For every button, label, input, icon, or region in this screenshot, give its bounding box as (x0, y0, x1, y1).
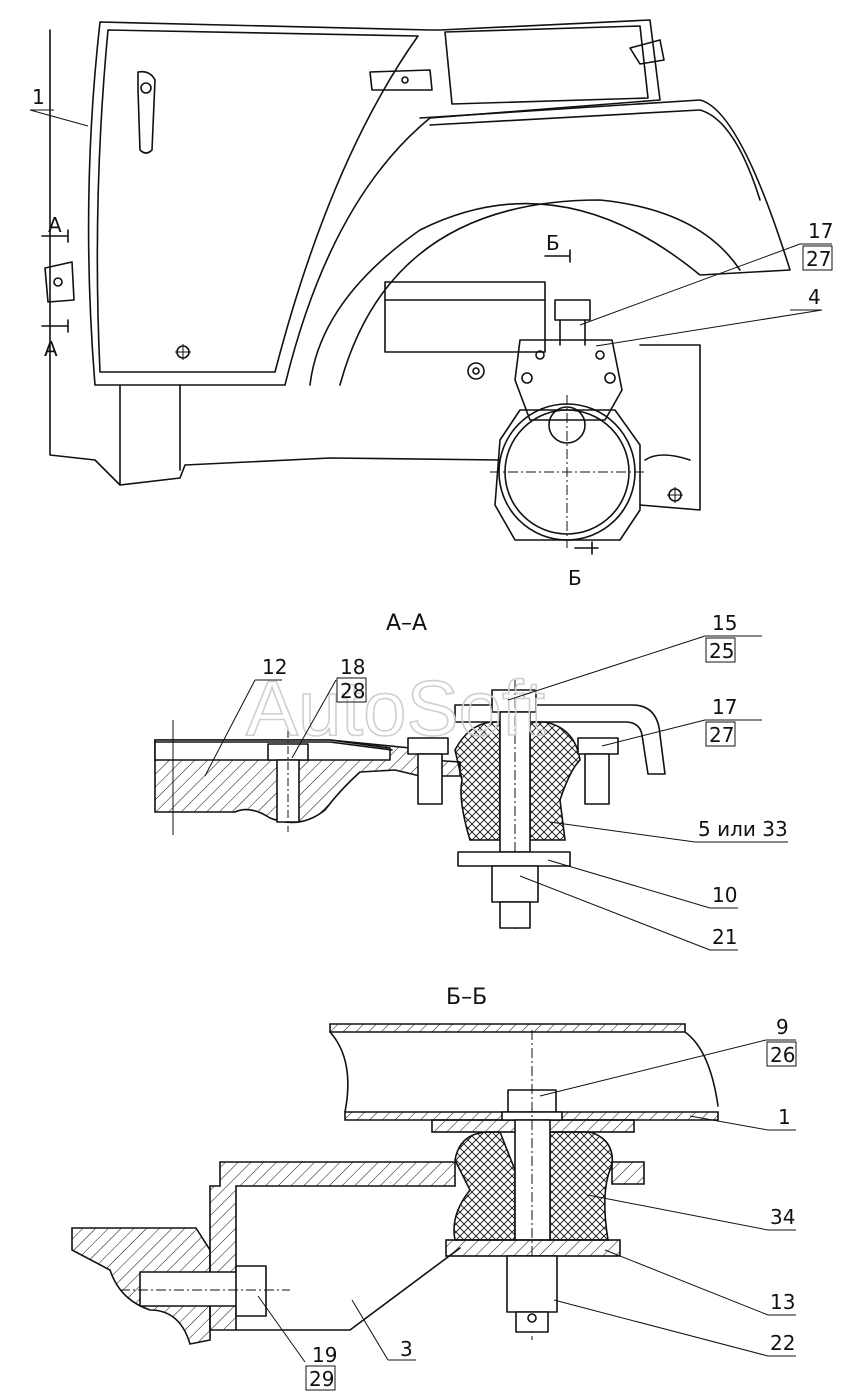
cut-label-b-top: Б (546, 231, 560, 255)
callout-box (705, 637, 736, 663)
callout-25: 25 (709, 639, 734, 663)
callout-3: 3 (400, 1337, 413, 1361)
callout-18: 18 (340, 655, 365, 679)
leader-line (351, 1299, 389, 1361)
callout-22: 22 (770, 1331, 795, 1355)
callout-4: 4 (808, 285, 821, 309)
leader-line (549, 821, 696, 843)
callout-5-or-33: 5 или 33 (698, 817, 788, 841)
section-title-aa: А–А (386, 611, 427, 636)
callout-17: 17 (808, 219, 833, 243)
callout-13: 13 (770, 1290, 795, 1314)
callout-box (305, 1365, 336, 1391)
callout-box (766, 1041, 797, 1067)
leader-line (689, 1115, 769, 1131)
leader-line (519, 875, 711, 951)
top-view (41, 19, 791, 555)
leader-line (579, 243, 801, 326)
callout-12: 12 (262, 655, 287, 679)
leader-line (204, 679, 256, 777)
callout-1-bb: 1 (778, 1105, 791, 1129)
leader-line (29, 109, 89, 127)
section-title-bb: Б–Б (446, 985, 487, 1010)
leader-line (291, 679, 337, 759)
callout-26: 26 (770, 1043, 795, 1067)
cut-label-a-top: А (48, 213, 62, 237)
callout-34: 34 (770, 1205, 795, 1229)
watermark: AutoSoft (246, 664, 546, 752)
leader-line (507, 635, 706, 701)
cut-label-a-bottom: А (44, 337, 58, 361)
callout-17-aa: 17 (712, 695, 737, 719)
section-bb-drawing (71, 1023, 719, 1345)
leader-line (553, 1299, 769, 1357)
callout-29: 29 (309, 1367, 334, 1391)
callout-21: 21 (712, 925, 737, 949)
callout-box (336, 677, 367, 703)
cut-label-b-bottom: Б (568, 566, 582, 590)
callout-27-aa: 27 (709, 723, 734, 747)
callout-27: 27 (806, 247, 831, 271)
callout-10: 10 (712, 883, 737, 907)
leader-line (604, 1249, 769, 1316)
leader-line (601, 719, 706, 747)
callout-box (802, 245, 833, 271)
callout-15: 15 (712, 611, 737, 635)
leader-line (539, 1039, 767, 1097)
callout-box (705, 721, 736, 747)
callout-19: 19 (312, 1343, 337, 1367)
leader-line (595, 309, 823, 347)
section-aa-drawing (154, 680, 666, 930)
leader-line (257, 1295, 306, 1363)
callout-9: 9 (776, 1015, 789, 1039)
callout-1: 1 (32, 85, 45, 109)
leader-line (587, 1194, 769, 1231)
leader-line (547, 859, 711, 909)
callout-28: 28 (340, 679, 365, 703)
